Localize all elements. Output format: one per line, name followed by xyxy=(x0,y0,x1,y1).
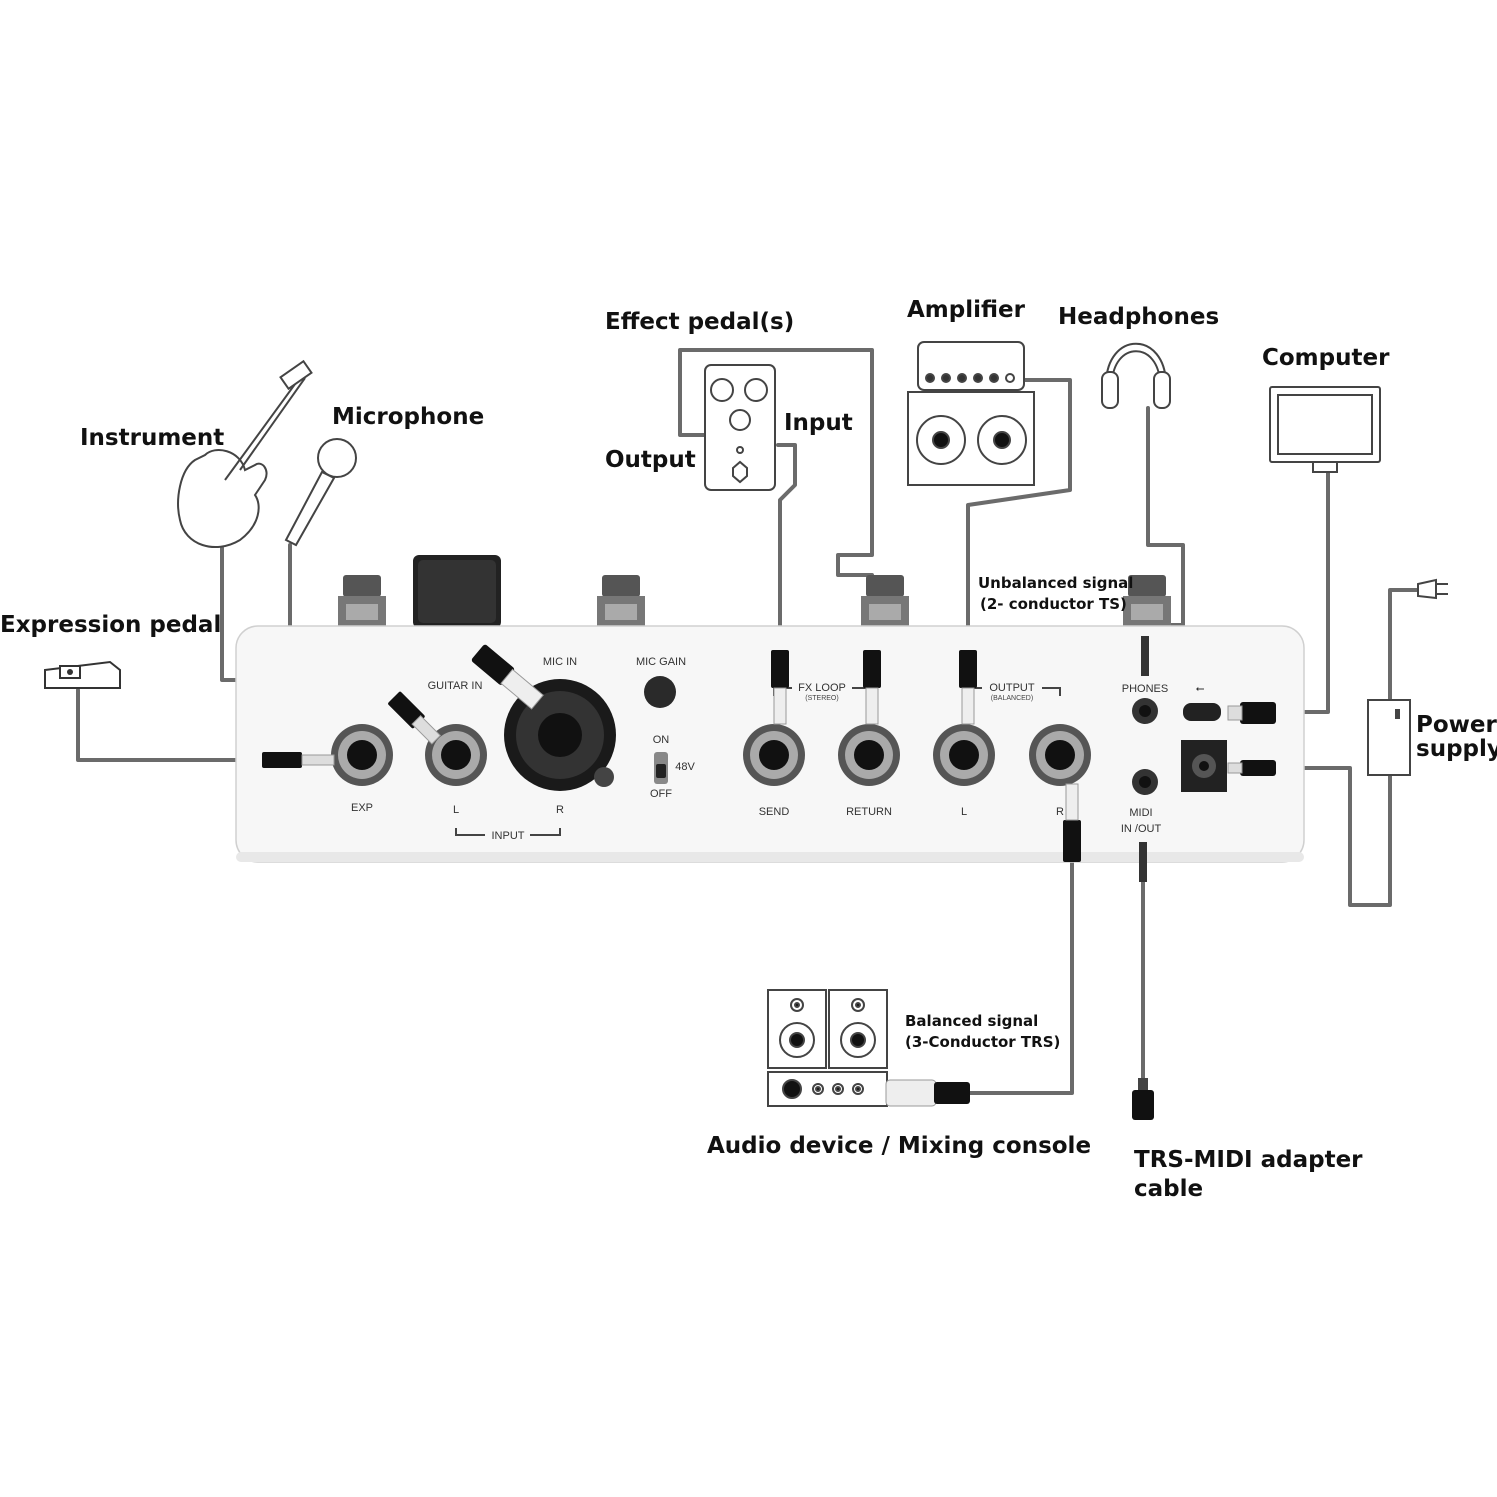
microphone-icon xyxy=(284,438,357,547)
mic-gain-knob[interactable] xyxy=(644,676,676,708)
label-output: OUTPUT xyxy=(989,682,1035,694)
label-midi-cable-line2: cable xyxy=(1134,1176,1203,1202)
usb-plug xyxy=(1240,702,1276,724)
label-return: RETURN xyxy=(846,806,892,818)
label-amplifier: Amplifier xyxy=(907,297,1026,323)
footswitch-3[interactable] xyxy=(861,575,909,626)
footswitch-1[interactable] xyxy=(338,575,386,626)
input-bracket xyxy=(455,828,561,836)
label-48v: 48V xyxy=(675,761,695,773)
volume-knob[interactable] xyxy=(413,555,501,628)
exp-plug xyxy=(262,752,302,768)
label-guitar-in: GUITAR IN xyxy=(428,680,483,692)
label-fx-loop: FX LOOP xyxy=(798,682,846,694)
guitar-plug xyxy=(388,691,442,745)
label-exp: EXP xyxy=(351,802,373,814)
phantom-power-switch[interactable] xyxy=(654,752,668,784)
label-effect-output: Output xyxy=(605,447,696,473)
output-l-jack[interactable] xyxy=(933,724,995,786)
power-supply-icon xyxy=(1367,578,1448,776)
headphones-icon xyxy=(1101,342,1171,409)
cable-expression xyxy=(76,688,272,762)
label-phones: PHONES xyxy=(1122,683,1168,695)
label-microphone: Microphone xyxy=(332,404,484,430)
phones-plug xyxy=(1141,636,1149,676)
cable-balanced-out xyxy=(968,860,1074,1095)
note-balanced-line1: Balanced signal xyxy=(905,1012,1038,1030)
midi-adapter-icon xyxy=(1132,1078,1154,1120)
label-power-line2: supply xyxy=(1416,736,1497,762)
mic-in-combo-jack[interactable] xyxy=(504,679,616,791)
output-r-plug xyxy=(1063,820,1081,862)
label-input-l: L xyxy=(453,804,459,816)
label-fx-stereo: (STEREO) xyxy=(805,695,838,702)
label-effect-input: Input xyxy=(784,410,853,436)
usb-c-port[interactable] xyxy=(1183,703,1221,721)
label-input: INPUT xyxy=(492,830,525,842)
usb-icon: ⭠ xyxy=(1196,683,1205,695)
note-unbalanced-line1: Unbalanced signal xyxy=(978,574,1133,592)
xlr-cable-plug xyxy=(885,1079,970,1107)
audio-device-icon xyxy=(767,989,888,1107)
note-balanced-line2: (3-Conductor TRS) xyxy=(905,1033,1060,1051)
cables xyxy=(76,348,1420,1095)
amplifier-icon xyxy=(907,341,1035,486)
power-plug xyxy=(1240,760,1276,776)
phones-jack[interactable] xyxy=(1132,698,1158,724)
label-on: ON xyxy=(653,734,670,746)
screw-icon xyxy=(594,767,614,787)
label-expression-pedal: Expression pedal xyxy=(0,612,221,638)
computer-icon xyxy=(1269,386,1381,473)
exp-jack[interactable] xyxy=(331,724,393,786)
label-audio-device: Audio device / Mixing console xyxy=(707,1133,1091,1159)
cable-power-out xyxy=(1273,766,1392,907)
cable-fx-send xyxy=(776,443,797,652)
label-mic-in: MIC IN xyxy=(543,656,577,668)
label-midi: MIDI xyxy=(1129,807,1152,819)
effect-pedal-icon xyxy=(704,364,776,491)
label-headphones: Headphones xyxy=(1058,304,1219,330)
label-effect-pedals: Effect pedal(s) xyxy=(605,309,794,335)
output-l-plug xyxy=(959,650,977,688)
plugs xyxy=(262,636,1276,882)
footswitch-4[interactable] xyxy=(1123,575,1171,626)
guitar-icon xyxy=(177,359,313,549)
input-l-jack[interactable] xyxy=(425,724,487,786)
footswitch-2[interactable] xyxy=(597,575,645,626)
fx-return-jack[interactable] xyxy=(838,724,900,786)
cable-fx-return xyxy=(678,348,874,652)
label-power-line1: Power xyxy=(1416,712,1497,738)
fx-send-jack[interactable] xyxy=(743,724,805,786)
label-midi-cable-line1: TRS-MIDI adapter xyxy=(1134,1147,1363,1173)
cable-amp xyxy=(966,378,1072,652)
xlr-plug xyxy=(471,644,544,710)
label-send: SEND xyxy=(759,806,790,818)
label-off: OFF xyxy=(650,788,672,800)
label-computer: Computer xyxy=(1262,345,1390,371)
note-unbalanced-line2: (2- conductor TS) xyxy=(980,595,1127,613)
output-r-jack[interactable] xyxy=(1029,724,1091,786)
midi-plug xyxy=(1139,842,1147,882)
cable-power xyxy=(1388,588,1420,702)
expression-pedal-icon xyxy=(44,660,121,689)
label-mic-gain: MIC GAIN xyxy=(636,656,686,668)
send-plug xyxy=(771,650,789,688)
label-input-r: R xyxy=(556,804,564,816)
label-output-balanced: (BALANCED) xyxy=(991,695,1033,702)
return-plug xyxy=(863,650,881,688)
label-output-r: R xyxy=(1056,806,1064,818)
label-output-l: L xyxy=(961,806,967,818)
label-instrument: Instrument xyxy=(80,425,224,451)
dc-power-jack[interactable] xyxy=(1181,740,1227,792)
label-midi-inout: IN /OUT xyxy=(1121,823,1162,835)
midi-jack[interactable] xyxy=(1132,769,1158,795)
